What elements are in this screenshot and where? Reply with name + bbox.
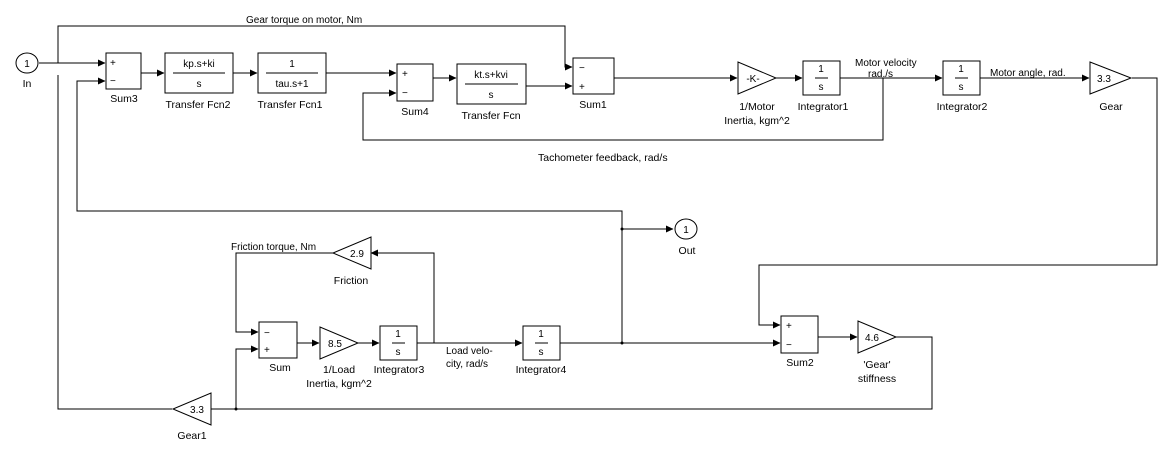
- sum2-block[interactable]: + − Sum2: [780, 315, 819, 369]
- sum4-label: Sum4: [401, 106, 429, 118]
- gear-stiffness-gain-block[interactable]: 4.6 'Gear' stiffness: [857, 320, 898, 385]
- junction-dot: [620, 341, 624, 345]
- gear-value: 3.3: [1097, 74, 1111, 85]
- line-stiffness-to-gear1: [203, 336, 933, 413]
- line-load-angle-to-sum3: [76, 77, 623, 343]
- inport-label: In: [23, 78, 32, 90]
- sum2-label: Sum2: [786, 357, 814, 369]
- friction-torque-label: Friction torque, Nm: [231, 242, 316, 253]
- friction-gain-block[interactable]: 2.9 Friction: [331, 236, 372, 287]
- sum1-sign-top: −: [579, 63, 585, 74]
- sum1-block[interactable]: − + Sum1: [572, 57, 615, 111]
- sum4-block[interactable]: + − Sum4: [396, 63, 434, 118]
- sum-sign-bottom: +: [264, 345, 270, 356]
- tachometer-label: Tachometer feedback, rad/s: [538, 152, 668, 164]
- line-branch-to-sum: [235, 345, 259, 409]
- integrator2-block[interactable]: 1 s Integrator2: [937, 60, 988, 113]
- gear1-label: Gear1: [177, 430, 206, 442]
- transfer-fcn-block[interactable]: kt.s+kvi s Transfer Fcn: [456, 63, 527, 122]
- int4-denominator: s: [539, 347, 544, 358]
- friction-label: Friction: [334, 275, 369, 287]
- int4-label: Integrator4: [516, 364, 567, 376]
- tf2-denominator: s: [197, 79, 202, 90]
- signal-labels: Gear torque on motor, Nm Motor velocity …: [231, 15, 1066, 370]
- motor-gain-label-2: Inertia, kgm^2: [724, 115, 790, 127]
- line-tachometer-feedback: [362, 78, 884, 141]
- line-gear-torque: [57, 25, 573, 71]
- inport-in[interactable]: 1 In: [15, 52, 39, 90]
- transfer-fcn1-block[interactable]: 1 tau.s+1 Transfer Fcn1: [257, 52, 327, 111]
- sum4-sign-bottom: −: [402, 88, 408, 99]
- sum4-sign-top: +: [402, 69, 408, 80]
- junction-dot: [620, 227, 624, 231]
- gear1-value: 3.3: [190, 405, 204, 416]
- tf2-numerator: kp.s+ki: [183, 59, 214, 70]
- line-gear-to-sum2: [758, 77, 1158, 329]
- line-load-vel-to-friction: [370, 249, 435, 343]
- sum3-sign-top: +: [110, 58, 116, 69]
- tf1-label: Transfer Fcn1: [258, 99, 323, 111]
- motor-angle-label: Motor angle, rad.: [990, 68, 1066, 79]
- gear-label: Gear: [1099, 101, 1123, 113]
- line-friction-to-sum: [235, 252, 333, 336]
- load-inertia-gain-block[interactable]: 8.5 1/Load Inertia, kgm^2: [306, 326, 372, 390]
- sum-block[interactable]: − + Sum: [258, 321, 298, 374]
- line-gear1-to-sum3: [57, 75, 172, 410]
- motor-gain-label-1: 1/Motor: [739, 101, 775, 113]
- integrator3-block[interactable]: 1 s Integrator3: [374, 325, 425, 376]
- load-velocity-label-2: city, rad/s: [446, 359, 488, 370]
- sum3-sign-bottom: −: [110, 76, 116, 87]
- int2-label: Integrator2: [937, 101, 988, 113]
- load-velocity-label-1: Load velo-: [446, 346, 493, 357]
- tf-label: Transfer Fcn: [461, 110, 520, 122]
- stiffness-label-2: stiffness: [858, 373, 896, 385]
- inport-number: 1: [24, 59, 30, 70]
- int2-numerator: 1: [958, 64, 964, 75]
- outport-label: Out: [679, 245, 696, 257]
- stiffness-value: 4.6: [865, 333, 879, 344]
- int1-label: Integrator1: [798, 101, 849, 113]
- tf-numerator: kt.s+kvi: [474, 70, 508, 81]
- sum-label: Sum: [269, 362, 291, 374]
- outport-number: 1: [683, 225, 689, 236]
- int1-denominator: s: [819, 82, 824, 93]
- integrator1-block[interactable]: 1 s Integrator1: [798, 60, 849, 113]
- motor-velocity-label-2: rad./s: [868, 69, 893, 80]
- int4-numerator: 1: [538, 329, 544, 340]
- motor-velocity-label-1: Motor velocity: [855, 58, 917, 69]
- tf1-denominator: tau.s+1: [275, 79, 309, 90]
- transfer-fcn2-block[interactable]: kp.s+ki s Transfer Fcn2: [164, 52, 234, 111]
- motor-gain-value: -K-: [746, 74, 759, 85]
- int3-label: Integrator3: [374, 364, 425, 376]
- junction-dot: [234, 407, 238, 411]
- sum2-sign-bottom: −: [786, 340, 792, 351]
- gear-gain-block[interactable]: 3.3 Gear: [1089, 61, 1133, 113]
- integrator4-block[interactable]: 1 s Integrator4: [516, 325, 567, 376]
- tf-denominator: s: [489, 90, 494, 101]
- sum3-block[interactable]: + − Sum3: [105, 52, 142, 105]
- int1-numerator: 1: [818, 64, 824, 75]
- sum1-label: Sum1: [579, 99, 607, 111]
- gear-torque-label: Gear torque on motor, Nm: [246, 15, 362, 26]
- int3-denominator: s: [396, 347, 401, 358]
- int2-denominator: s: [959, 82, 964, 93]
- load-gain-label-2: Inertia, kgm^2: [306, 378, 372, 390]
- stiffness-label-1: 'Gear': [863, 359, 890, 371]
- tf2-label: Transfer Fcn2: [166, 99, 231, 111]
- tf1-numerator: 1: [289, 59, 295, 70]
- motor-inertia-gain-block[interactable]: -K- 1/Motor Inertia, kgm^2: [724, 61, 790, 127]
- sum2-sign-top: +: [786, 321, 792, 332]
- friction-value: 2.9: [350, 249, 364, 260]
- signal-lines: [39, 25, 1158, 413]
- int3-numerator: 1: [395, 329, 401, 340]
- outport-out[interactable]: 1 Out: [674, 218, 698, 257]
- load-gain-value: 8.5: [328, 339, 342, 350]
- sum1-sign-bottom: +: [579, 82, 585, 93]
- sum-sign-top: −: [264, 328, 270, 339]
- load-gain-label-1: 1/Load: [323, 364, 355, 376]
- gear1-gain-block[interactable]: 3.3 Gear1: [171, 392, 212, 442]
- sum3-label: Sum3: [110, 93, 138, 105]
